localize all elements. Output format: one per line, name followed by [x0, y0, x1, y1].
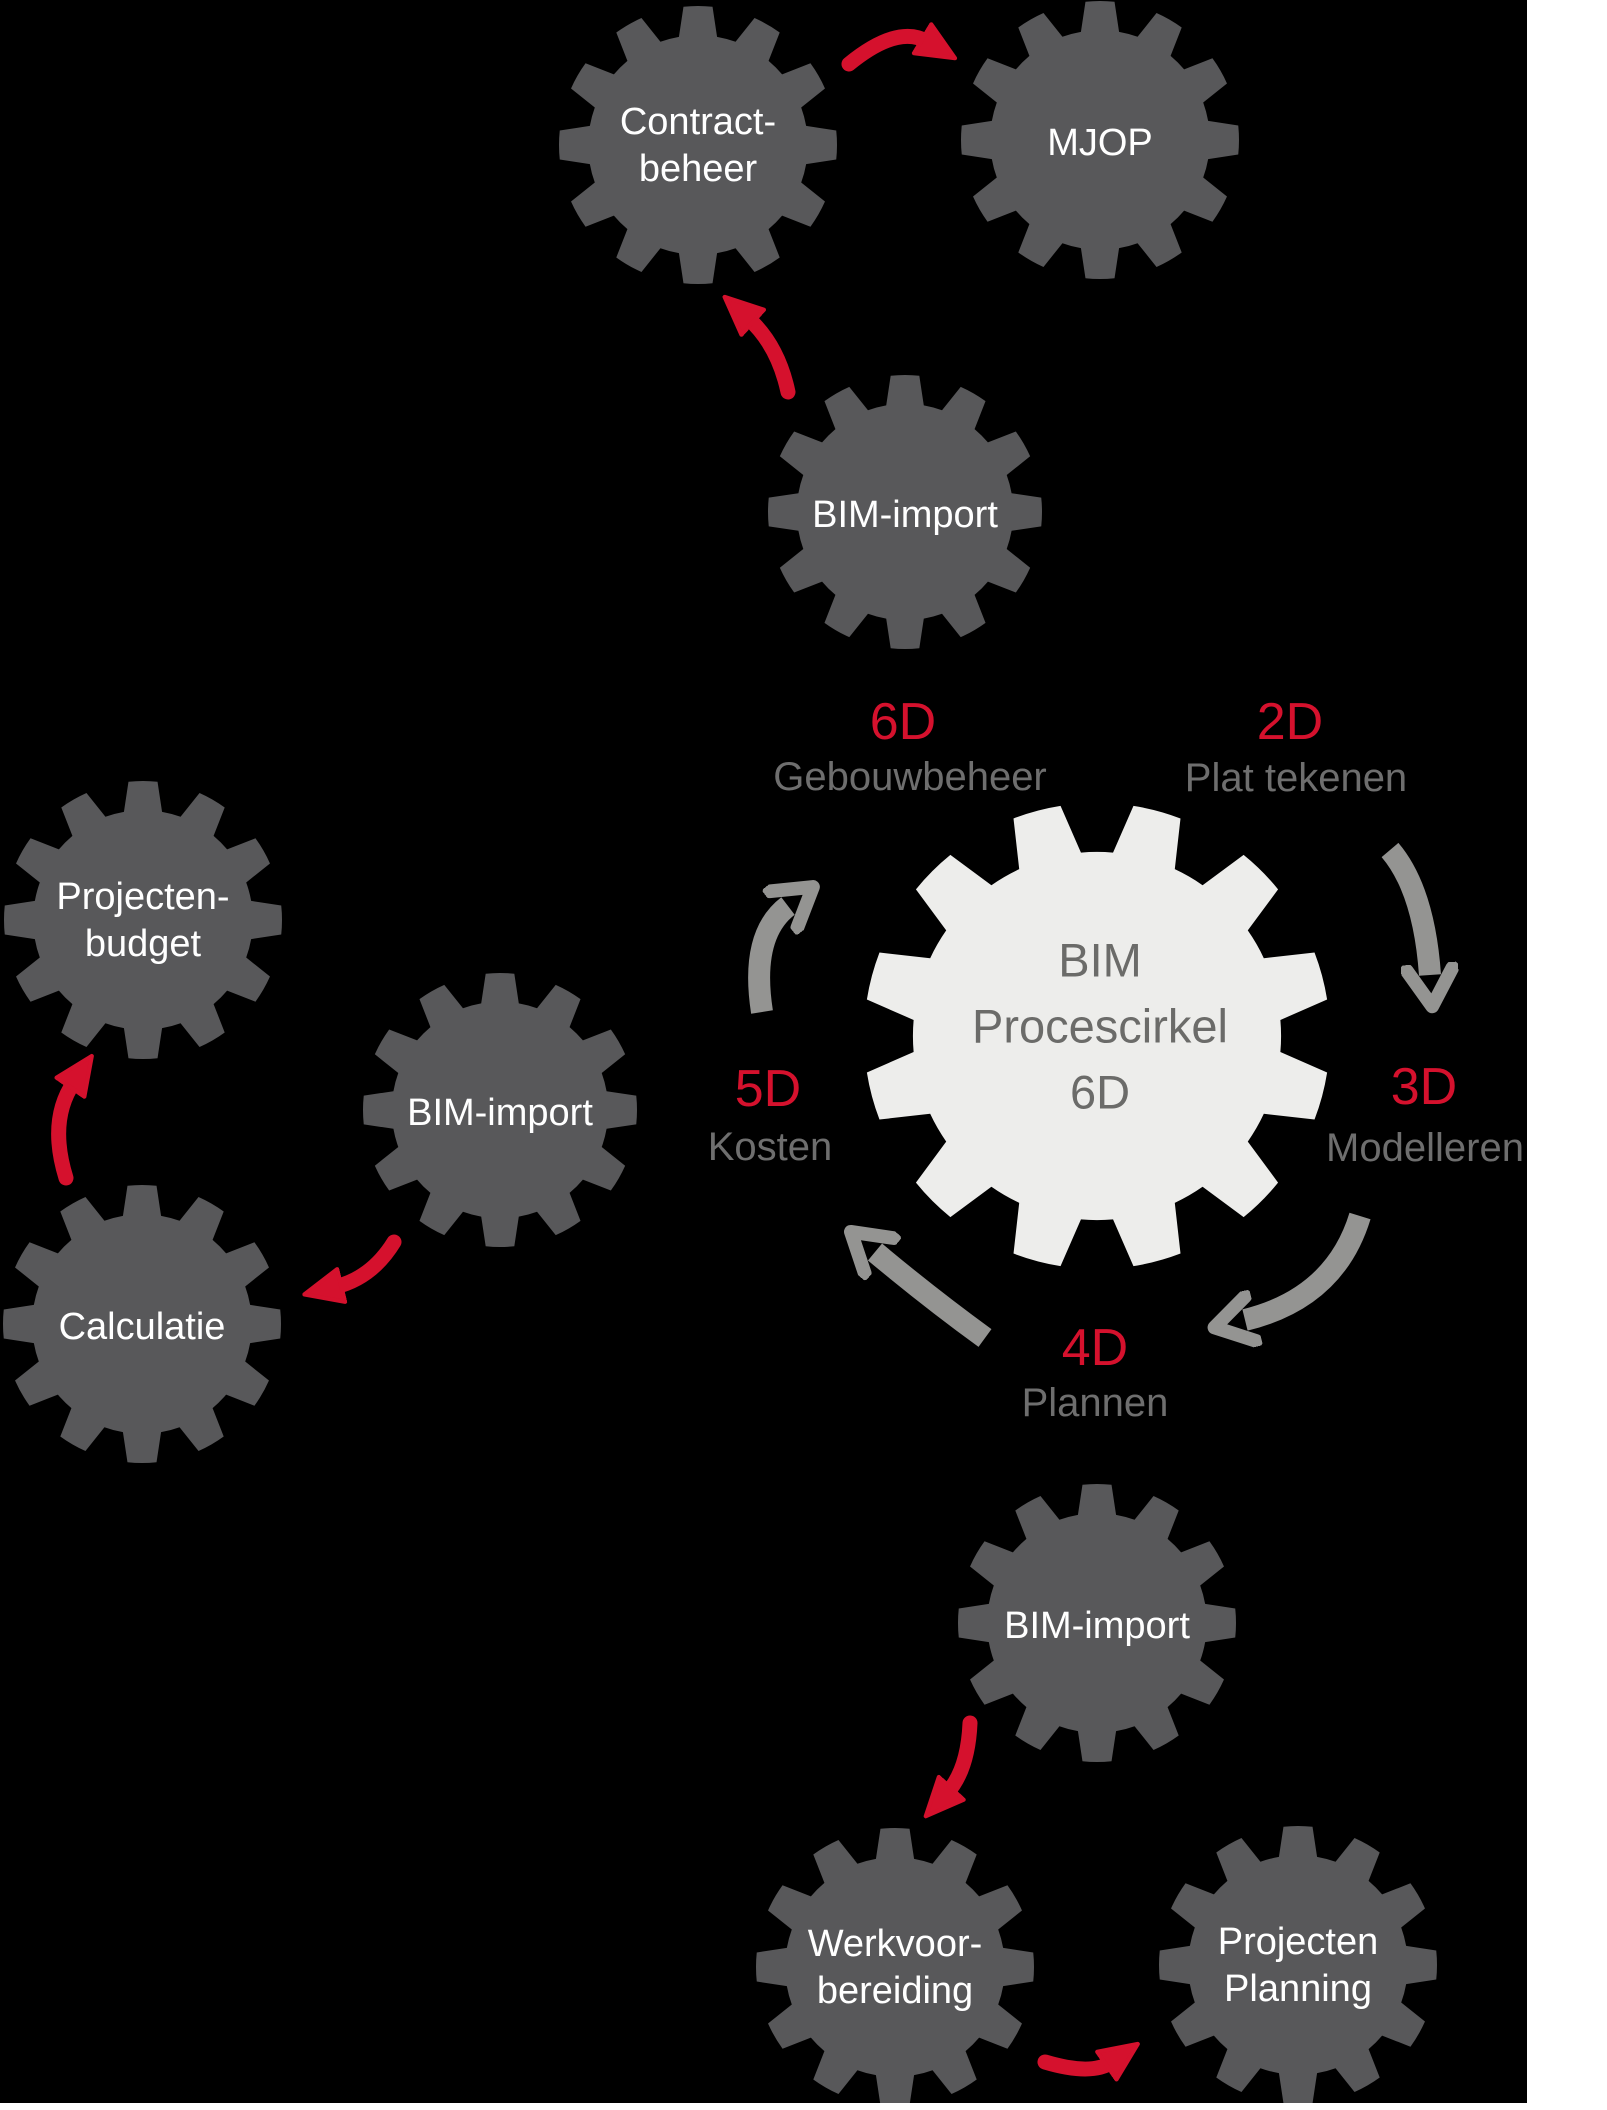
gear-bim-import-bottom: BIM-import: [958, 1484, 1236, 1762]
center-gear: BIM Procescirkel 6D: [811, 750, 1383, 1322]
stage-4d-name: Plannen: [1022, 1381, 1169, 1425]
gear-bim-import-top-label: BIM-import: [812, 494, 998, 536]
center-gear-line1: BIM: [1058, 934, 1142, 987]
gear-bim-import-top: BIM-import: [768, 375, 1042, 649]
gear-werkvoorbereiding: Werkvoor- bereiding: [756, 1828, 1034, 2106]
stage-4d-dim: 4D: [1062, 1319, 1128, 1377]
arrow-calculatie-to-projectenbudget: [51, 1053, 94, 1186]
arrow-3d-to-4d: [1245, 1212, 1371, 1320]
arrow-werkvoorbereiding-to-projectenplanning: [1037, 2041, 1140, 2082]
stage-labels: 6D Gebouwbeheer 2D Plat tekenen 3D Model…: [708, 693, 1524, 1425]
stage-5d-name: Kosten: [708, 1125, 833, 1169]
gear-bim-import-left: BIM-import: [363, 973, 637, 1247]
stage-2d-name: Plat tekenen: [1185, 756, 1407, 800]
bottom-margin: [0, 2103, 1607, 2110]
center-gear-line2: Procescirkel: [972, 1000, 1228, 1053]
gear-projecten-budget-line1: Projecten-: [56, 876, 229, 918]
gear-contract-beheer-line1: Contract-: [620, 101, 776, 143]
stage-6d-name: Gebouwbeheer: [773, 755, 1047, 799]
arrow-2d-to-3d: [1381, 842, 1430, 975]
gear-contract-beheer: Contract- beheer: [559, 6, 837, 284]
process-arrows: [748, 842, 1430, 1347]
workflow-arrows: [51, 22, 1140, 2082]
stage-3d-dim: 3D: [1391, 1058, 1457, 1116]
stage-6d-dim: 6D: [870, 693, 936, 751]
gear-projecten-planning-line2: Planning: [1224, 1968, 1372, 2010]
gear-contract-beheer-line2: beheer: [639, 148, 758, 190]
arrow-bimimport-to-werkvoorbereiding: [923, 1715, 978, 1819]
gear-mjop-label: MJOP: [1047, 122, 1153, 164]
gear-calculatie: Calculatie: [3, 1185, 281, 1463]
arrow-4d-to-5d: [875, 1252, 992, 1347]
arrow-bimimport-to-calculatie: [302, 1234, 402, 1304]
gear-bim-import-bottom-label: BIM-import: [1004, 1605, 1190, 1647]
gear-mjop: MJOP: [961, 1, 1239, 279]
arrow-5d-to-6d: [748, 906, 788, 1014]
gear-werkvoorbereiding-line2: bereiding: [817, 1970, 973, 2012]
stage-2d-dim: 2D: [1257, 693, 1323, 751]
gear-projecten-planning: Projecten Planning: [1159, 1826, 1437, 2104]
arrow-contractbeheer-to-mjop: [841, 22, 958, 72]
module-gears: Contract- beheer MJOP BIM-import Project…: [3, 1, 1437, 2106]
gear-werkvoorbereiding-line1: Werkvoor-: [808, 1923, 983, 1965]
diagram-background: [0, 0, 1527, 2103]
gear-bim-import-left-label: BIM-import: [407, 1092, 593, 1134]
center-gear-line3: 6D: [1070, 1066, 1130, 1119]
stage-3d-name: Modelleren: [1326, 1126, 1524, 1170]
gear-calculatie-label: Calculatie: [59, 1306, 226, 1348]
stage-5d-dim: 5D: [735, 1060, 801, 1118]
arrow-bimimport-to-contractbeheer: [722, 294, 796, 400]
right-margin: [1527, 0, 1607, 2110]
gear-projecten-planning-line1: Projecten: [1218, 1921, 1379, 1963]
gear-projecten-budget-line2: budget: [85, 923, 202, 965]
gear-projecten-budget: Projecten- budget: [4, 781, 282, 1059]
